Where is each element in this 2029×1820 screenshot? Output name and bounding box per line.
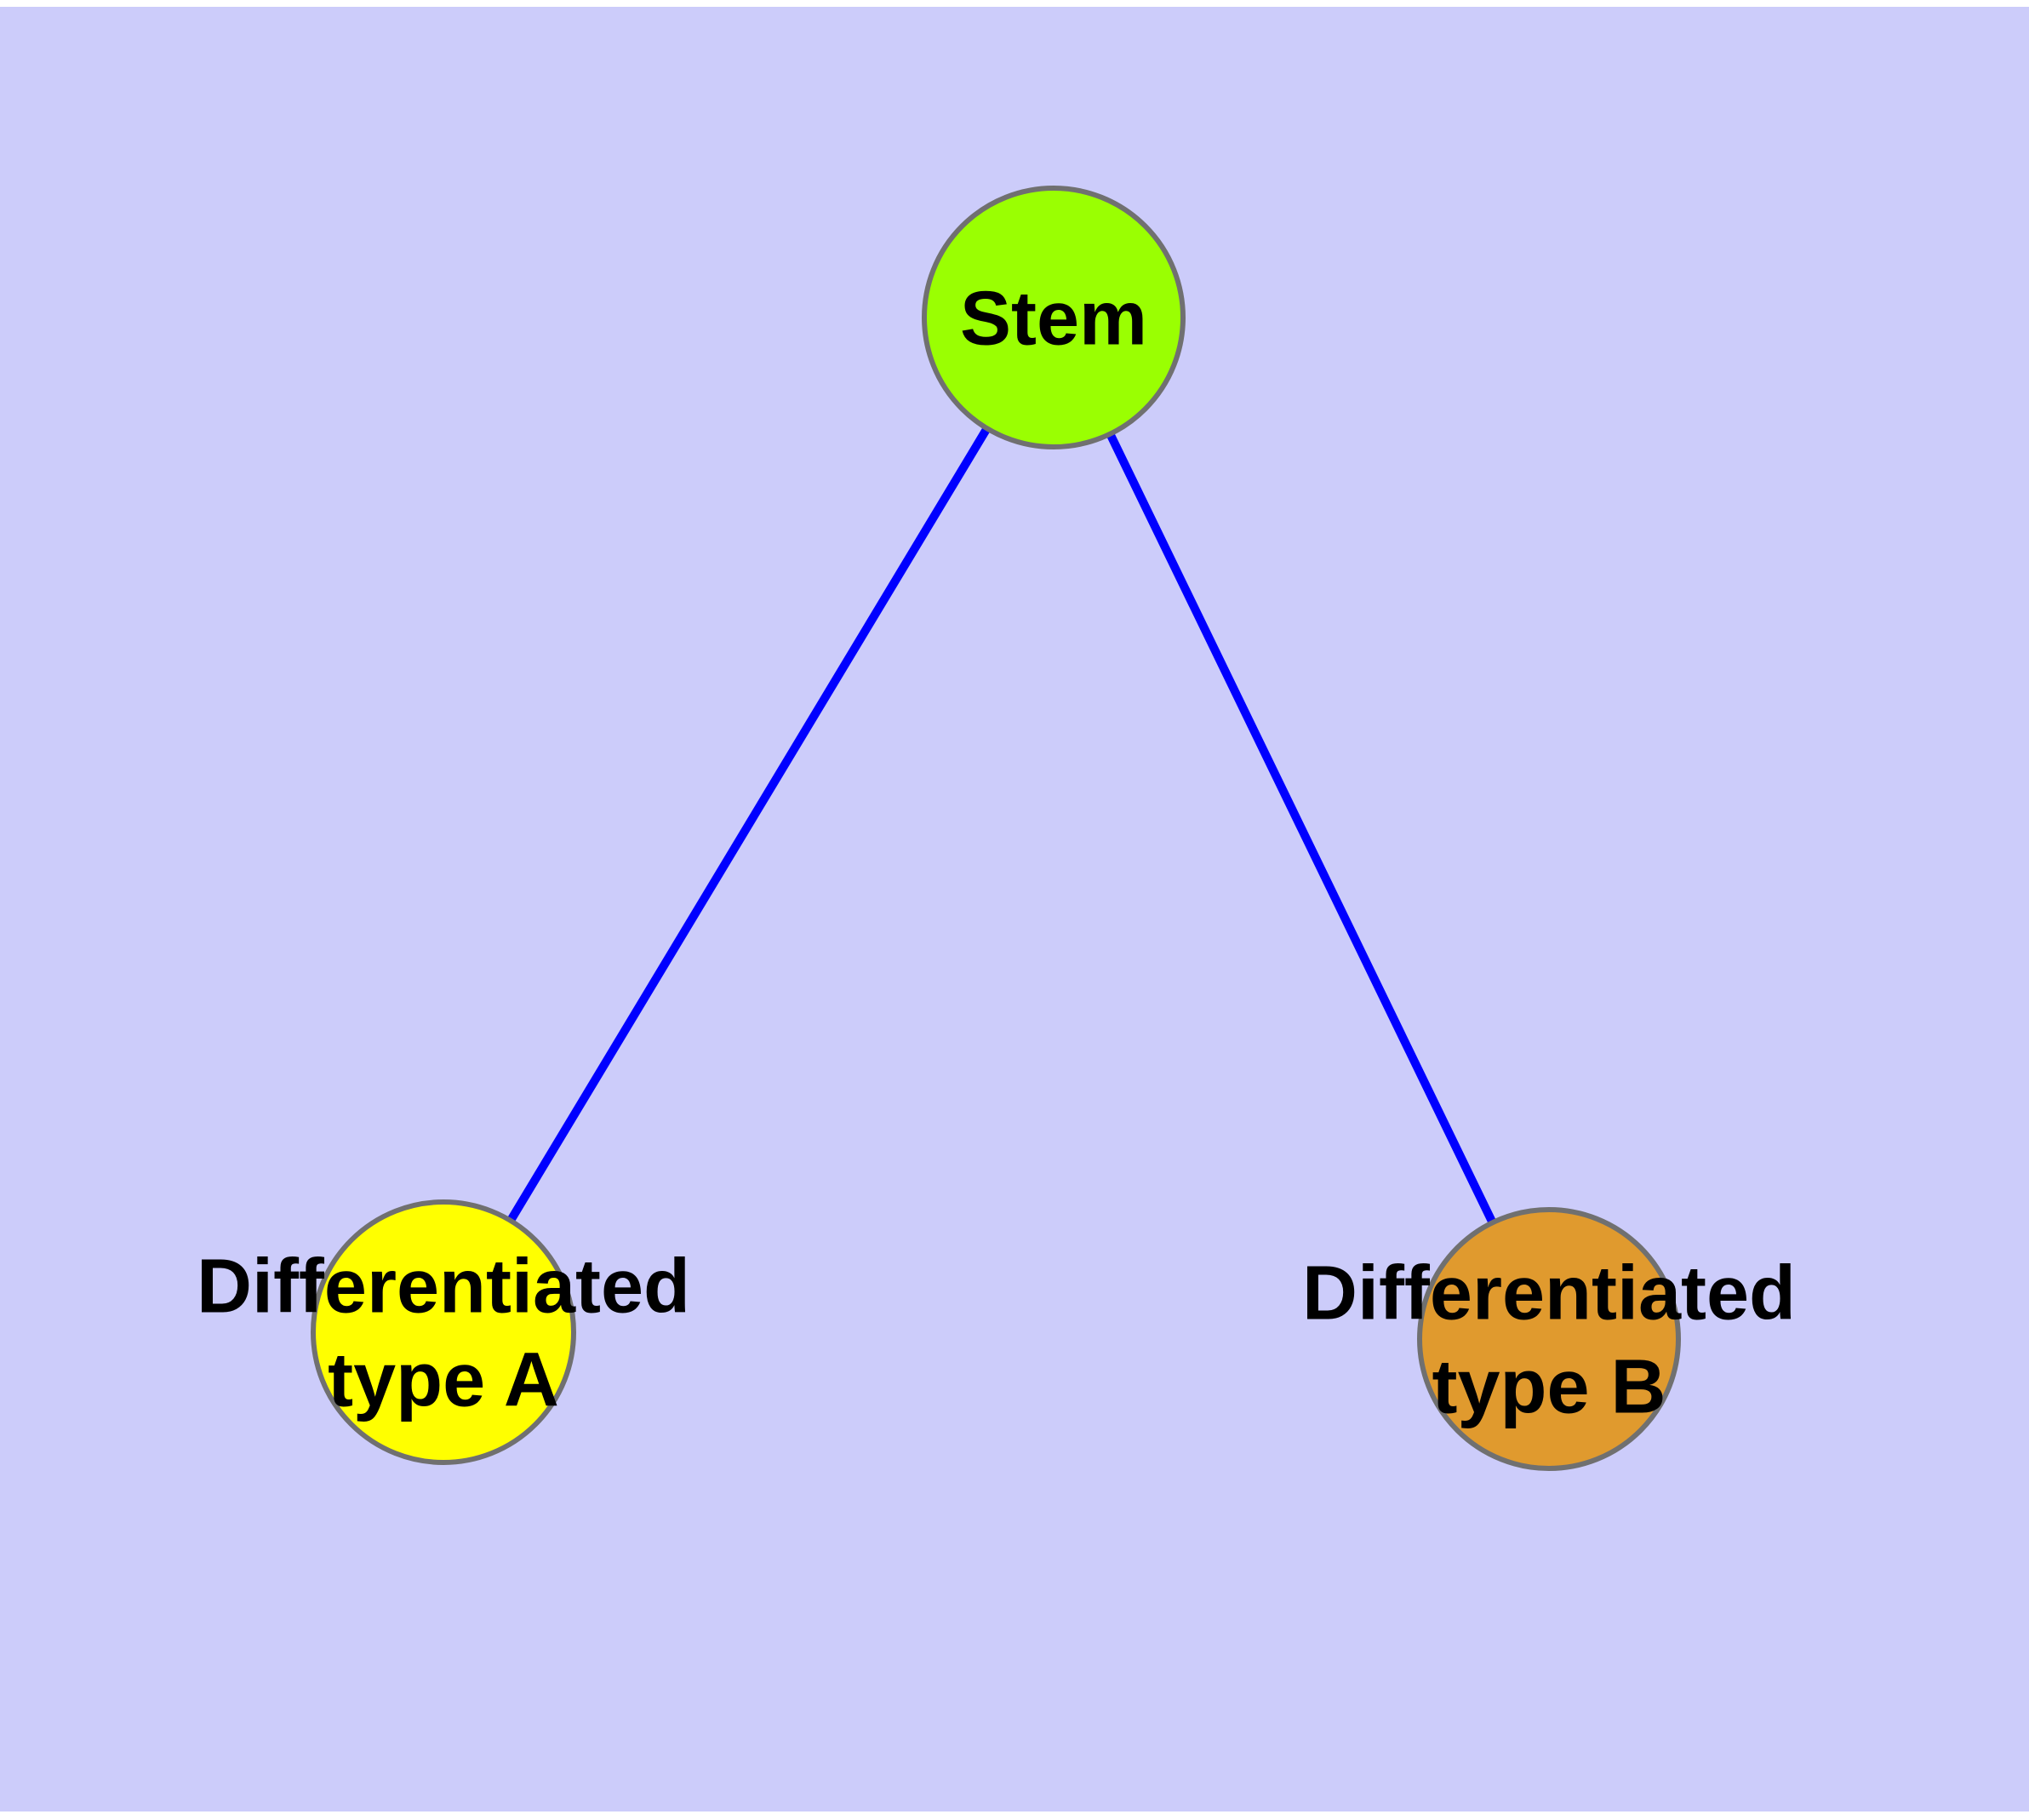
edge-layer [439,315,1553,1342]
node-label-stem: Stem [960,277,1147,362]
node-label-line: Stem [960,277,1147,362]
node-layer [311,186,1681,1471]
node-label-diff-b: Differentiated type B [1302,1251,1796,1430]
node-diff-b[interactable] [1417,1207,1681,1471]
node-label-line: Differentiated [197,1245,690,1330]
edge-stem-to-b [1049,315,1553,1342]
node-label-line: type A [328,1338,559,1423]
node-label-line: Differentiated [1302,1251,1796,1336]
node-stem[interactable] [922,186,1186,449]
node-label-line: type B [1432,1345,1666,1430]
edge-stem-to-a [439,315,1058,1335]
node-diff-a[interactable] [311,1199,576,1465]
